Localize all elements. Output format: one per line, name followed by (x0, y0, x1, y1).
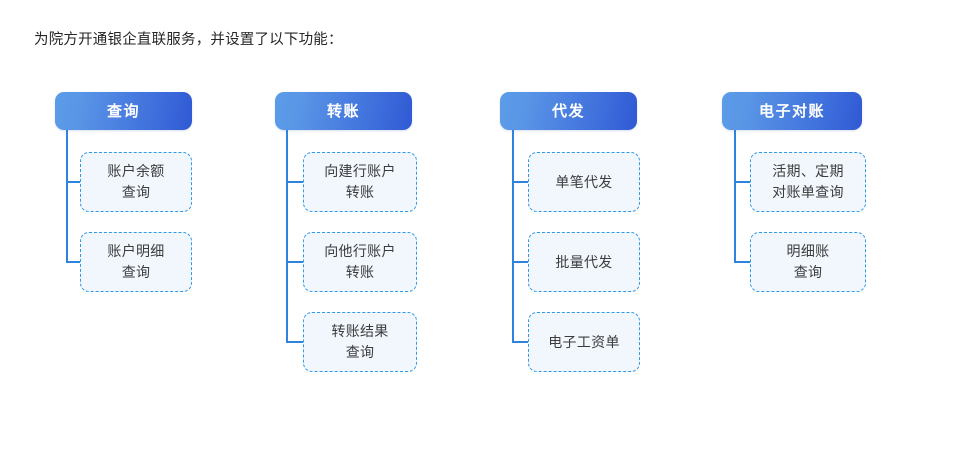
category-header-reconciliation[interactable]: 电子对账 (722, 92, 862, 130)
feature-node-label: 明细账 查询 (786, 243, 830, 280)
feature-node-label: 向建行账户 转账 (324, 163, 396, 200)
feature-node[interactable]: 向建行账户 转账 (303, 152, 417, 212)
connector-trunk-reconciliation (734, 130, 736, 262)
connector-branch-query-0 (66, 181, 80, 183)
feature-node[interactable]: 活期、定期 对账单查询 (750, 152, 866, 212)
connector-branch-transfer-1 (286, 261, 303, 263)
connector-branch-payroll-1 (512, 261, 528, 263)
feature-node-label: 向他行账户 转账 (324, 243, 396, 280)
connector-trunk-query (66, 130, 68, 262)
connector-branch-transfer-2 (286, 341, 303, 343)
feature-node[interactable]: 账户明细 查询 (80, 232, 192, 292)
feature-node[interactable]: 账户余额 查询 (80, 152, 192, 212)
feature-node-label: 账户余额 查询 (107, 163, 165, 200)
category-header-label: 查询 (106, 102, 140, 120)
feature-node-label: 活期、定期 对账单查询 (772, 163, 844, 200)
feature-node[interactable]: 电子工资单 (528, 312, 640, 372)
category-header-label: 转账 (326, 102, 360, 120)
category-header-label: 电子对账 (758, 102, 825, 120)
connector-branch-transfer-0 (286, 181, 303, 183)
connector-branch-reconciliation-1 (734, 261, 750, 263)
connector-trunk-payroll (512, 130, 514, 342)
connector-branch-payroll-0 (512, 181, 528, 183)
connector-branch-query-1 (66, 261, 80, 263)
feature-node-label: 转账结果 查询 (331, 323, 389, 360)
feature-node[interactable]: 单笔代发 (528, 152, 640, 212)
connector-trunk-transfer (286, 130, 288, 342)
feature-node-label: 账户明细 查询 (107, 243, 165, 280)
feature-node[interactable]: 明细账 查询 (750, 232, 866, 292)
connector-branch-reconciliation-0 (734, 181, 750, 183)
feature-node-label: 电子工资单 (548, 333, 620, 350)
category-header-payroll[interactable]: 代发 (500, 92, 637, 130)
category-header-label: 代发 (551, 102, 585, 120)
category-header-query[interactable]: 查询 (55, 92, 192, 130)
feature-node[interactable]: 向他行账户 转账 (303, 232, 417, 292)
feature-node[interactable]: 转账结果 查询 (303, 312, 417, 372)
feature-node[interactable]: 批量代发 (528, 232, 640, 292)
connector-branch-payroll-2 (512, 341, 528, 343)
page-caption: 为院方开通银企直联服务，并设置了以下功能： (34, 32, 343, 48)
feature-node-label: 单笔代发 (555, 173, 613, 190)
category-header-transfer[interactable]: 转账 (275, 92, 412, 130)
feature-node-label: 批量代发 (555, 253, 613, 270)
